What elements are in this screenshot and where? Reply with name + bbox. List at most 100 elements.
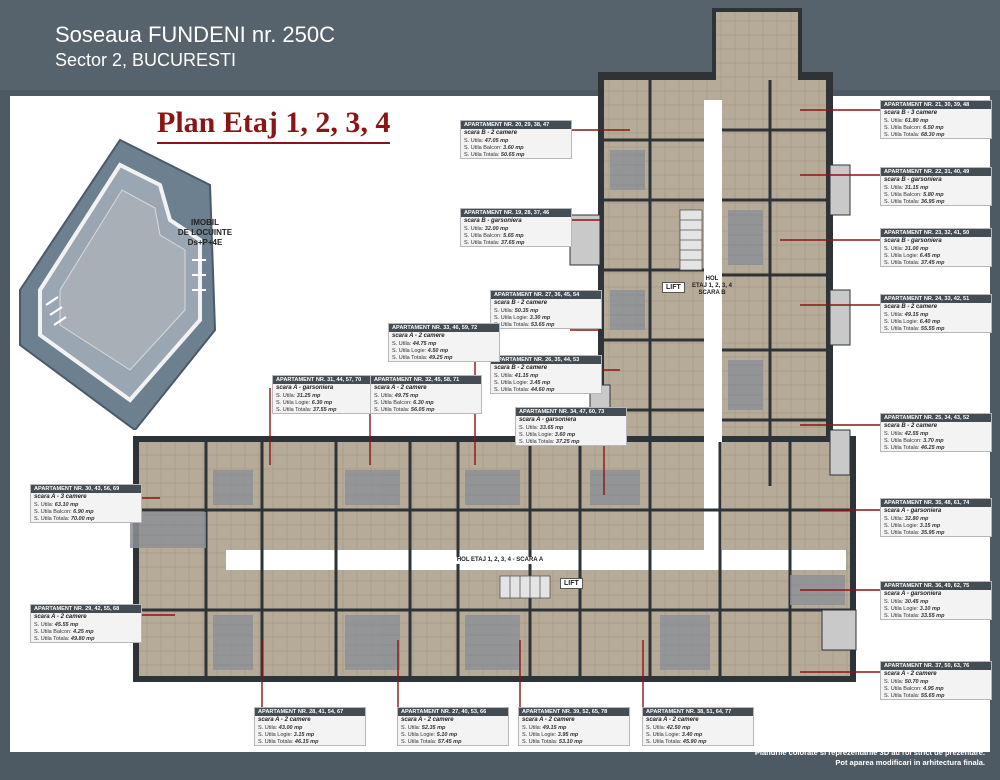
area-line: S. Utila Totala: 44.60 mp bbox=[491, 387, 601, 394]
apartment-type: scara A - 2 camere bbox=[401, 717, 454, 723]
area-value: 45.90 mp bbox=[682, 738, 707, 745]
area-label: S. Utila Balcon: bbox=[884, 124, 924, 131]
area-line: S. Utila: 44.75 mp bbox=[389, 341, 499, 348]
area-line: S. Utila Logie: 5.10 mp bbox=[398, 732, 508, 739]
area-label: S. Utila Logie: bbox=[884, 522, 920, 529]
area-label: S. Utila Balcon: bbox=[884, 685, 924, 692]
apartment-type: scara B - 2 camere bbox=[464, 130, 518, 136]
area-line: S. Utila Balcon: 6.90 mp bbox=[31, 509, 141, 516]
area-label: S. Utila Balcon: bbox=[884, 437, 924, 444]
area-value: 33.55 mp bbox=[920, 612, 945, 619]
area-label: S. Utila Logie: bbox=[884, 318, 920, 325]
apartment-title: APARTAMENT NR. 25, 34, 43, 52 bbox=[881, 414, 991, 422]
area-label: S. Utila: bbox=[401, 725, 422, 731]
area-line: S. Utila Logie: 3.15 mp bbox=[255, 732, 365, 739]
apartment-title: APARTAMENT NR. 24, 33, 42, 51 bbox=[881, 295, 991, 303]
apartment-title: APARTAMENT NR. 31, 44, 57, 70 bbox=[273, 376, 383, 384]
area-label: S. Utila Logie: bbox=[522, 731, 558, 738]
area-line: S. Utila: 33.65 mp bbox=[516, 425, 626, 432]
apartment-type: scara B - 3 camere bbox=[884, 110, 938, 116]
area-value: 61.80 mp bbox=[904, 118, 929, 124]
area-line: S. Utila Balcon: 3.60 mp bbox=[461, 145, 571, 152]
apartment-title: APARTAMENT NR. 34, 47, 60, 73 bbox=[516, 408, 626, 416]
area-line: S. Utila Totala: 70.00 mp bbox=[31, 516, 141, 523]
area-label: S. Utila Balcon: bbox=[884, 191, 924, 198]
area-label: S. Utila Balcon: bbox=[464, 144, 504, 151]
apartment-type: scara A - garsoniera bbox=[519, 417, 577, 423]
apartment-type: scara B - garsoniera bbox=[884, 238, 942, 244]
apartment-box: APARTAMENT NR. 39, 52, 65, 78 scara A - … bbox=[518, 707, 630, 747]
area-label: S. Utila Totala: bbox=[464, 151, 501, 158]
area-value: 44.75 mp bbox=[412, 341, 437, 347]
area-value: 3.40 mp bbox=[681, 731, 703, 738]
apartment-title: APARTAMENT NR. 38, 51, 64, 77 bbox=[643, 708, 753, 716]
apartment-type: scara B - 2 camere bbox=[884, 423, 938, 429]
area-label: S. Utila Logie: bbox=[884, 252, 920, 259]
area-value: 49.80 mp bbox=[70, 635, 95, 642]
area-value: 55.65 mp bbox=[920, 692, 945, 699]
area-line: S. Utila Totala: 33.55 mp bbox=[881, 613, 991, 620]
area-label: S. Utila Totala: bbox=[392, 354, 429, 361]
area-line: S. Utila: 45.55 mp bbox=[31, 622, 141, 629]
area-label: S. Utila Totala: bbox=[34, 635, 71, 642]
area-value: 37.45 mp bbox=[920, 259, 945, 266]
apartment-type: scara A - 2 camere bbox=[374, 385, 427, 391]
area-value: 44.60 mp bbox=[530, 386, 555, 393]
area-line: S. Utila Logie: 6.40 mp bbox=[881, 319, 991, 326]
area-line: S. Utila: 31.25 mp bbox=[273, 393, 383, 400]
apartment-type: scara A - garsoniera bbox=[884, 508, 942, 514]
area-label: S. Utila: bbox=[258, 725, 279, 731]
area-label: S. Utila Totala: bbox=[884, 692, 921, 699]
area-label: S. Utila: bbox=[519, 425, 540, 431]
area-label: S. Utila Totala: bbox=[646, 738, 683, 745]
area-line: S. Utila Logie: 3.95 mp bbox=[519, 732, 629, 739]
area-line: S. Utila Balcon: 6.30 mp bbox=[371, 400, 481, 407]
area-line: S. Utila: 49.15 mp bbox=[519, 725, 629, 732]
area-label: S. Utila Totala: bbox=[884, 612, 921, 619]
area-value: 31.00 mp bbox=[904, 246, 929, 252]
area-label: S. Utila Totala: bbox=[884, 198, 921, 205]
area-line: S. Utila Totala: 49.80 mp bbox=[31, 636, 141, 643]
area-label: S. Utila Totala: bbox=[494, 386, 531, 393]
area-line: S. Utila: 47.05 mp bbox=[461, 138, 571, 145]
area-line: S. Utila: 52.35 mp bbox=[398, 725, 508, 732]
area-value: 5.10 mp bbox=[436, 731, 458, 738]
area-label: S. Utila: bbox=[494, 373, 515, 379]
area-line: S. Utila: 31.15 mp bbox=[881, 185, 991, 192]
area-line: S. Utila Totala: 68.30 mp bbox=[881, 132, 991, 139]
area-value: 31.15 mp bbox=[904, 185, 929, 191]
area-line: S. Utila Logie: 3.60 mp bbox=[516, 432, 626, 439]
area-line: S. Utila Balcon: 5.80 mp bbox=[881, 192, 991, 199]
apartment-title: APARTAMENT NR. 29, 42, 55, 68 bbox=[31, 605, 141, 613]
page-title: Soseaua FUNDENI nr. 250C bbox=[55, 22, 336, 47]
area-value: 6.30 mp bbox=[311, 399, 333, 406]
area-line: S. Utila Logie: 3.10 mp bbox=[881, 606, 991, 613]
apartment-title: APARTAMENT NR. 20, 29, 38, 47 bbox=[461, 121, 571, 129]
hall-b-line: HOL bbox=[705, 276, 719, 282]
area-value: 52.35 mp bbox=[421, 725, 446, 731]
apartment-title: APARTAMENT NR. 36, 49, 62, 75 bbox=[881, 582, 991, 590]
area-line: S. Utila: 41.15 mp bbox=[491, 373, 601, 380]
area-label: S. Utila Totala: bbox=[374, 406, 411, 413]
apartment-box: APARTAMENT NR. 36, 49, 62, 75 scara A - … bbox=[880, 581, 992, 621]
apartment-type: scara A - garsoniera bbox=[276, 385, 334, 391]
apartment-type: scara B - 2 camere bbox=[494, 300, 548, 306]
area-value: 32.00 mp bbox=[484, 226, 509, 232]
area-value: 3.30 mp bbox=[529, 314, 551, 321]
apartment-box: APARTAMENT NR. 25, 34, 43, 52 scara B - … bbox=[880, 413, 992, 453]
area-value: 46.25 mp bbox=[920, 444, 945, 451]
area-line: S. Utila: 49.75 mp bbox=[371, 393, 481, 400]
apartment-title: APARTAMENT NR. 23, 32, 41, 50 bbox=[881, 229, 991, 237]
area-line: S. Utila Balcon: 4.95 mp bbox=[881, 686, 991, 693]
area-label: S. Utila Totala: bbox=[34, 515, 71, 522]
apartment-title: APARTAMENT NR. 26, 35, 44, 53 bbox=[491, 356, 601, 364]
area-label: S. Utila Totala: bbox=[884, 529, 921, 536]
apartment-box: APARTAMENT NR. 38, 51, 64, 77 scara A - … bbox=[642, 707, 754, 747]
area-line: S. Utila Logie: 3.15 mp bbox=[881, 523, 991, 530]
area-line: S. Utila Logie: 3.30 mp bbox=[491, 315, 601, 322]
area-line: S. Utila Totala: 46.25 mp bbox=[881, 445, 991, 452]
area-value: 42.55 mp bbox=[904, 431, 929, 437]
area-label: S. Utila Totala: bbox=[522, 738, 559, 745]
area-label: S. Utila Totala: bbox=[884, 131, 921, 138]
